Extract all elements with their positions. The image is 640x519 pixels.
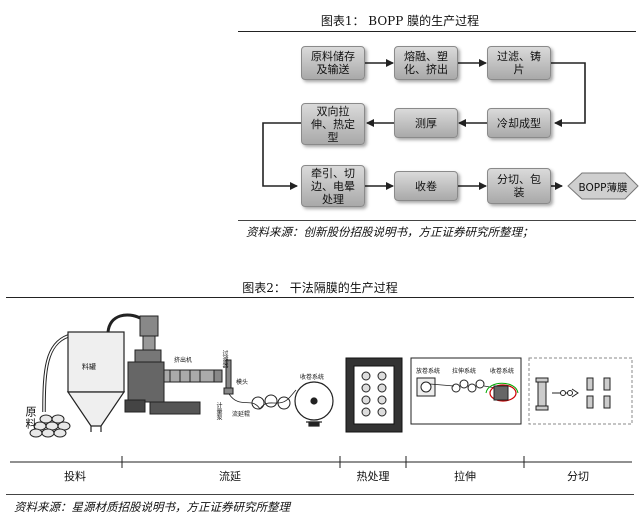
label-stretch-system: 拉伸系统 [452, 368, 477, 375]
node-filter-cast: 过滤、铸 片 [487, 46, 551, 80]
figure2-title: 图表2： 干法隔膜的生产过程 [242, 281, 398, 295]
label-metering-pump: 计量泵 [215, 402, 222, 420]
label-unwind-system: 放卷系统 [416, 368, 441, 375]
bopp-film-node [567, 172, 639, 200]
figure1-flow-arrows [262, 59, 639, 200]
label-winder-1: 收卷系统 [300, 374, 325, 381]
stage-slitting: 分切 [567, 470, 589, 483]
stage-heat-treatment: 热处理 [356, 470, 390, 483]
conveying-pipe [106, 313, 141, 333]
node-biaxial-stretch: 双向拉 伸、热定 型 [301, 103, 365, 145]
label-raw-material: 原料 [24, 406, 37, 430]
figure2-illustration [10, 313, 633, 468]
label-silo: 料罐 [82, 363, 96, 371]
figure2-top-rule [6, 297, 634, 298]
node-thickness-gauge: 测厚 [394, 108, 458, 138]
label-cast-roll: 流延辊 [232, 411, 251, 418]
node-cooling: 冷却成型 [487, 108, 551, 138]
arrow-n4-n7 [262, 122, 301, 190]
arrow-n3-n6 [551, 62, 586, 127]
stage-casting: 流延 [219, 470, 241, 483]
stretching-unit [410, 357, 522, 425]
filter-die [213, 359, 234, 395]
label-extruder: 挤出机 [174, 357, 193, 364]
figure1-source: 资料来源：创新股份招股说明书，方正证券研究所整理； [246, 225, 534, 239]
slitting-unit [528, 357, 633, 425]
extruder [124, 315, 215, 415]
raw-material-pile [29, 414, 71, 438]
node-winding: 收卷 [394, 171, 458, 201]
stage-feeding: 投料 [64, 470, 86, 483]
figure1-title: 图表1： BOPP 膜的生产过程 [320, 14, 480, 28]
figure2-bottom-rule [6, 494, 634, 495]
feed-tube [42, 334, 69, 413]
label-filter: 过滤器 [221, 350, 228, 368]
winder-roll [294, 381, 334, 427]
figure2-source: 资料来源：星源材质招股说明书，方正证券研究所整理 [14, 500, 290, 514]
cast-rolls [251, 394, 291, 410]
figure1-top-rule [238, 31, 636, 32]
bopp-film-label: BOPP薄膜 [578, 182, 628, 194]
label-die: 模头 [236, 379, 249, 386]
stage-stretching: 拉伸 [454, 470, 476, 483]
node-slit-pack: 分切、包 装 [487, 168, 551, 204]
node-raw-storage: 原料储存 及输送 [301, 46, 365, 80]
node-melt-extrude: 熔融、塑 化、挤出 [394, 46, 458, 80]
heat-treatment-oven [345, 357, 403, 433]
node-traction-corona: 牵引、切 边、电晕 处理 [301, 165, 365, 207]
label-winder-2: 收卷系统 [490, 368, 515, 375]
silo [66, 331, 126, 432]
figure1-bottom-rule [238, 220, 636, 221]
